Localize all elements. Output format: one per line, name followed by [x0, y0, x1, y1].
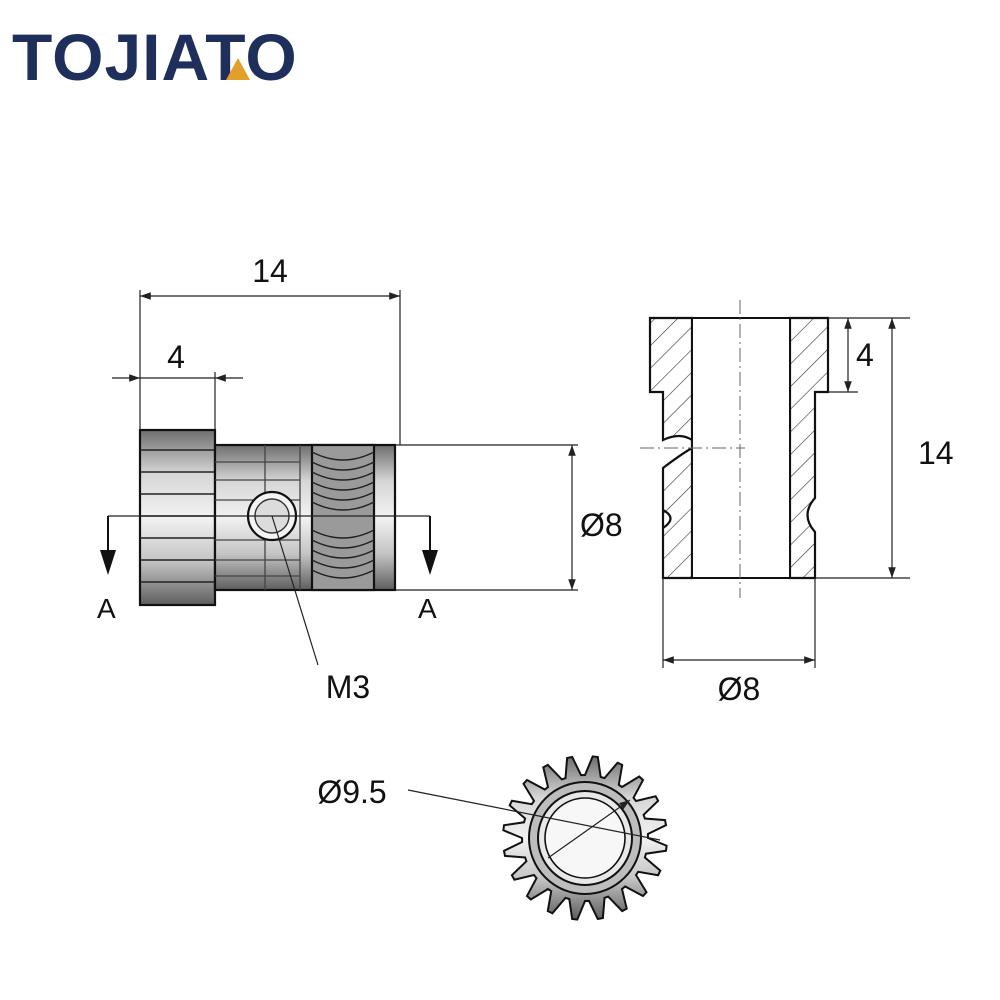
- right-wall-section: [788, 316, 830, 580]
- dim-gear-diameter-label: Ø9.5: [317, 774, 386, 810]
- knurl-pattern: [311, 451, 375, 579]
- m3-leader-line: [271, 515, 319, 666]
- dim-length-label: 14: [252, 253, 288, 289]
- dim-side-diameter-label: Ø8: [718, 671, 761, 707]
- gear-teeth-block: [138, 428, 217, 607]
- side-section-view: 4 14 Ø8: [640, 300, 954, 707]
- brand-logo: TOJIATO: [12, 20, 298, 94]
- left-wall-section: [648, 316, 694, 580]
- dim-diameter-label: Ø8: [580, 507, 623, 543]
- gear-diameter-leader: [407, 789, 661, 841]
- dim-step-label: 4: [856, 337, 874, 373]
- spline-lines: [215, 445, 301, 590]
- dim-height-label: 14: [918, 435, 954, 471]
- brand-name: TOJIATO: [12, 20, 298, 94]
- dim-teeth-label: 4: [167, 339, 185, 375]
- end-view: Ø9.5: [317, 755, 668, 921]
- section-label-right: A: [418, 593, 437, 624]
- section-label-left: A: [97, 593, 116, 624]
- section-arrow-right-head: [422, 550, 438, 575]
- logo-accent-triangle: [226, 58, 250, 80]
- bore-diameter-line: [547, 799, 631, 859]
- m3-label: M3: [326, 669, 370, 705]
- front-view: A A 14 4 Ø8 M3: [97, 253, 623, 705]
- knurled-groove: [310, 443, 376, 592]
- section-arrow-left-head: [100, 550, 116, 575]
- gear-bore: [544, 797, 626, 879]
